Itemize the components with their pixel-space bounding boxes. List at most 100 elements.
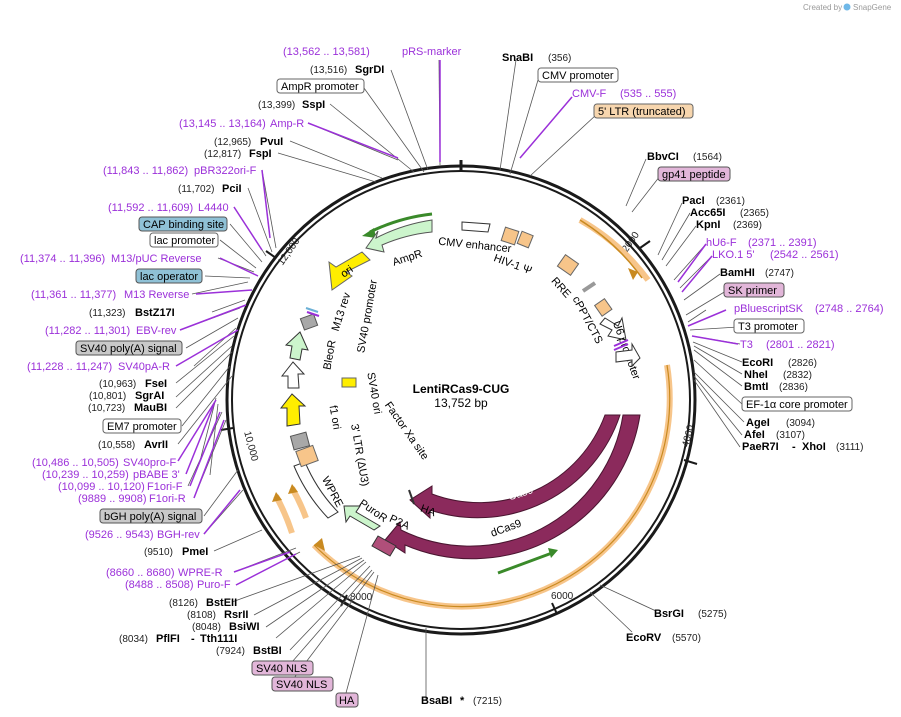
site-bamhi-name: BamHI (720, 267, 755, 279)
site-bmti-pos: (2836) (779, 382, 808, 393)
feature-hiv-psi-label: HIV-1 Ψ (492, 252, 533, 277)
box-em7-promoter-label: EM7 promoter (107, 421, 177, 433)
feature-em7-block[interactable] (299, 313, 319, 331)
box-sv40-nls-2[interactable] (271, 676, 334, 692)
site-fsei-pos: (10,963) (99, 379, 136, 390)
primer-m13rev-name: M13 Reverse (124, 289, 189, 301)
primer-wpre-r-name: WPRE-R (178, 567, 223, 579)
site-nhei-pos: (2832) (783, 370, 812, 381)
box-sv40-nls-1[interactable] (251, 660, 314, 676)
primer-bgh-rev-name: BGH-rev (157, 529, 200, 541)
box-t3-promoter[interactable] (733, 318, 805, 334)
site-bsiwi-name: BsiWI (229, 621, 260, 633)
feature-f1ori-arrow[interactable] (279, 393, 307, 427)
arc-left-orange (273, 494, 295, 534)
site-sgrdi-pos: (13,516) (310, 65, 347, 76)
primer-t3-range: (2801 .. 2821) (766, 339, 835, 351)
primer-prs-marker-name: pRS-marker (402, 46, 462, 58)
feature-cppt-block[interactable] (593, 297, 613, 317)
box-sv40-polya[interactable] (75, 340, 183, 356)
credit-text: Created by (803, 3, 842, 12)
box-lac-operator[interactable] (135, 268, 203, 284)
site-bbvci-pos: (1564) (693, 152, 722, 163)
feature-wpre[interactable] (293, 461, 339, 519)
feature-bleor[interactable] (284, 331, 309, 361)
primer-sv40pro-f-name: SV40pro-F (123, 457, 176, 469)
box-ha-label: HA (339, 695, 355, 707)
box-gp41[interactable] (657, 166, 731, 182)
box-sk-primer[interactable] (723, 282, 785, 298)
feature-purple-marks-1 (613, 339, 629, 347)
site-nhei-name: NheI (744, 369, 768, 381)
site-fspi-pos: (12,817) (204, 149, 241, 160)
primer-ebv-rev-range: (11,282 .. 11,301) (45, 325, 130, 337)
site-ecorv-pos: (5570) (672, 633, 701, 644)
feature-grey-block[interactable] (289, 431, 311, 451)
box-sv40-nls-2-label: SV40 NLS (276, 679, 327, 691)
primer-sv40pa-r-range: (11,228 .. 11,247) (27, 361, 112, 373)
site-pvui-pos: (12,965) (214, 137, 251, 148)
site-pmei-pos: (9510) (144, 547, 173, 558)
feature-white-arrow[interactable] (280, 361, 306, 389)
snapgene-logo-icon (843, 3, 851, 11)
feature-rre-block[interactable] (556, 253, 580, 277)
box-em7-promoter[interactable] (102, 418, 182, 434)
feature-5ltr-block[interactable] (500, 226, 520, 246)
box-cap-binding[interactable] (138, 216, 228, 232)
feature-ampr-label: AmpR (391, 248, 424, 269)
box-ha[interactable] (335, 692, 359, 708)
feature-cmv-enhancer[interactable] (461, 221, 491, 233)
feature-5ltr-block-2[interactable] (516, 230, 534, 249)
primer-cmv-f-range: (535 .. 555) (620, 88, 676, 100)
feature-sv40-ori-label: SV40 ori (364, 371, 383, 415)
feature-puror[interactable] (343, 505, 381, 531)
primer-m13puc-range: (11,374 .. 11,396) (20, 253, 105, 265)
site-pflfi-name: PflFI (156, 633, 180, 645)
primer-pbluescriptsk-range: (2748 .. 2764) (815, 303, 884, 315)
box-cmv-promoter[interactable] (537, 67, 619, 83)
box-bgh-polya[interactable] (99, 508, 203, 524)
feature-f1ori-label: f1 ori (327, 404, 343, 430)
tick-4000 (683, 459, 698, 465)
site-sgrai-name: SgrAI (135, 390, 164, 402)
site-rsrii-pos: (8108) (187, 610, 216, 621)
site-kpni-pos: (2369) (733, 220, 762, 231)
feature-dcas9[interactable] (384, 414, 641, 560)
site-acc65i-name: Acc65I (690, 207, 725, 219)
site-paer7i-name2: XhoI (802, 441, 826, 453)
box-sv40-polya-label: SV40 poly(A) signal (80, 343, 177, 355)
tick-label-10000: 10,000 (241, 430, 260, 463)
box-5ltr[interactable] (593, 103, 694, 119)
primer-m13puc-name: M13/pUC Reverse (111, 253, 201, 265)
primer-pbabe3-range: (10,239 .. 10,259) (42, 469, 129, 481)
site-pflfi-sep: - (191, 633, 195, 645)
feature-p2a[interactable] (371, 535, 397, 557)
arc-large-orange (311, 364, 673, 610)
site-paci-name: PacI (682, 195, 705, 207)
box-lac-promoter[interactable] (149, 232, 219, 248)
site-sgrai-pos: (10,801) (89, 391, 126, 402)
primer-l4440-name: L4440 (198, 202, 229, 214)
arc-arrow-head-4 (288, 484, 298, 494)
feature-ef1a-arrow[interactable] (615, 342, 641, 368)
site-maubi-name: MauBI (134, 402, 167, 414)
box-ef1a[interactable] (741, 396, 853, 412)
site-bstz17i-pos: (11,323) (89, 308, 126, 319)
feature-ori[interactable] (328, 251, 371, 291)
feature-u6-arrow[interactable] (599, 316, 627, 341)
site-bstbi-name: BstBI (253, 645, 282, 657)
site-bsteii-pos: (8126) (169, 598, 198, 609)
primer-m13rev-range: (11,361 .. 11,377) (31, 289, 116, 301)
primer-pbr322ori-f-name: pBR322ori-F (194, 165, 257, 177)
feature-sv40-ori-block[interactable] (341, 377, 357, 388)
box-5ltr-label: 5' LTR (truncated) (598, 106, 685, 118)
feature-m13rev-label: M13 rev (330, 291, 354, 333)
box-ampr-promoter[interactable] (276, 78, 365, 94)
feature-3ltr-block[interactable] (295, 444, 319, 468)
feature-m13-mark-2 (306, 311, 320, 317)
feature-ampr[interactable] (365, 219, 433, 253)
site-sgrdi-name: SgrDI (355, 64, 384, 76)
arc-ef1a-region-line (579, 219, 643, 279)
feature-cas9[interactable] (409, 414, 621, 520)
